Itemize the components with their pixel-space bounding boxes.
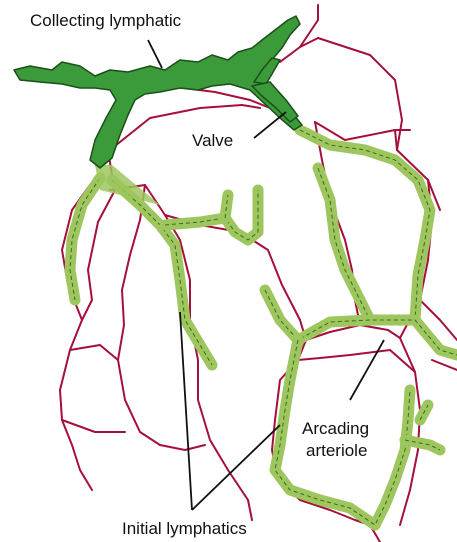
leader-arcading-arteriole — [350, 340, 384, 400]
initial-lymphatic-right-loop — [300, 130, 430, 320]
leader-initial-lymphatics-right — [192, 425, 280, 510]
arteriole-segment — [70, 345, 118, 360]
leader-collecting-lymphatic — [148, 40, 162, 68]
collecting-lymphatic-valve-bulge — [252, 82, 298, 122]
label-valve: Valve — [192, 131, 233, 150]
label-arcading-arteriole-line1: Arcading — [302, 419, 369, 438]
arteriole-segment — [62, 420, 125, 432]
arteriole-segment — [298, 350, 415, 372]
initial-lymphatic-left — [70, 178, 100, 300]
label-arcading-arteriole-line2: arteriole — [306, 441, 367, 460]
arteriole-segment — [318, 38, 402, 150]
label-collecting-lymphatic: Collecting lymphatic — [30, 11, 182, 30]
leader-initial-lymphatics-left — [180, 312, 192, 510]
arteriole-segment — [432, 360, 457, 370]
leader-valve — [254, 112, 286, 138]
arteriole-segment — [110, 185, 248, 500]
arteriole-segment — [248, 500, 252, 520]
collecting-lymphatic-vessel — [14, 16, 302, 205]
label-initial-lymphatics: Initial lymphatics — [122, 519, 247, 538]
initial-lymphatic-top-branch — [165, 190, 258, 240]
arteriole-segment — [110, 105, 260, 150]
